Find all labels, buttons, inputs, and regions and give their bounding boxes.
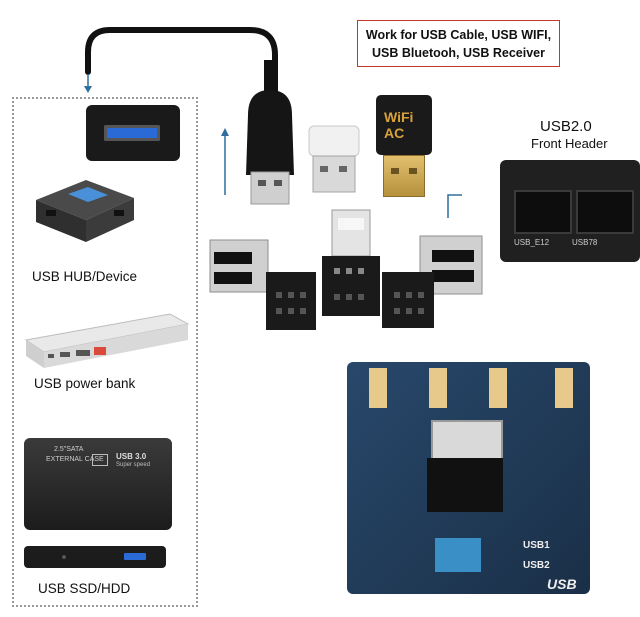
usb-hub-label: USB HUB/Device — [32, 269, 138, 284]
board-silk-port1: USB1 — [523, 540, 550, 551]
compatibility-callout: Work for USB Cable, USB WIFI, USB Blueto… — [357, 20, 560, 67]
hdd-case-text-2: EXTERNAL CASE — [46, 456, 104, 463]
wifi-dongle-text: WiFi AC — [384, 109, 414, 141]
hdd-case-image: 2.5"SATA EXTERNAL CASE USB 3.0 Super spe… — [24, 438, 172, 530]
callout-line-2: USB Bluetooh, USB Receiver — [372, 46, 545, 60]
header-title: USB2.0 — [540, 118, 592, 135]
header-silk-1: USB_E12 — [514, 238, 550, 247]
power-bank-label: USB power bank — [34, 376, 136, 391]
usb-receiver-white — [308, 125, 360, 193]
usb-plug-black — [246, 60, 294, 205]
wifi-dongle-plug — [383, 155, 425, 197]
wifi-dongle-image: WiFi AC — [376, 95, 432, 155]
hdd-case-badge: USB 3.0 — [116, 452, 147, 461]
power-bank-image — [24, 313, 190, 368]
front-header-photo: USB_E12 USB78 — [500, 160, 640, 262]
header-subtitle: Front Header — [531, 136, 608, 151]
header-adapters-image — [209, 209, 483, 330]
hdd-case-sub: Super speed — [116, 462, 151, 468]
usb-hdd-label: USB SSD/HDD — [38, 581, 131, 596]
header-silk-2: USB78 — [572, 238, 598, 247]
motherboard-photo: USB1 USB2 USB — [347, 362, 590, 594]
usb-port-photo — [86, 105, 180, 161]
devices-panel — [12, 97, 198, 607]
usb-hub-image — [36, 180, 134, 242]
board-silk-main: USB — [547, 576, 577, 592]
callout-line-1: Work for USB Cable, USB WIFI, — [365, 28, 552, 42]
hdd-side-image — [24, 546, 166, 568]
board-silk-port2: USB2 — [523, 560, 550, 571]
hdd-case-text-1: 2.5"SATA — [54, 446, 84, 453]
